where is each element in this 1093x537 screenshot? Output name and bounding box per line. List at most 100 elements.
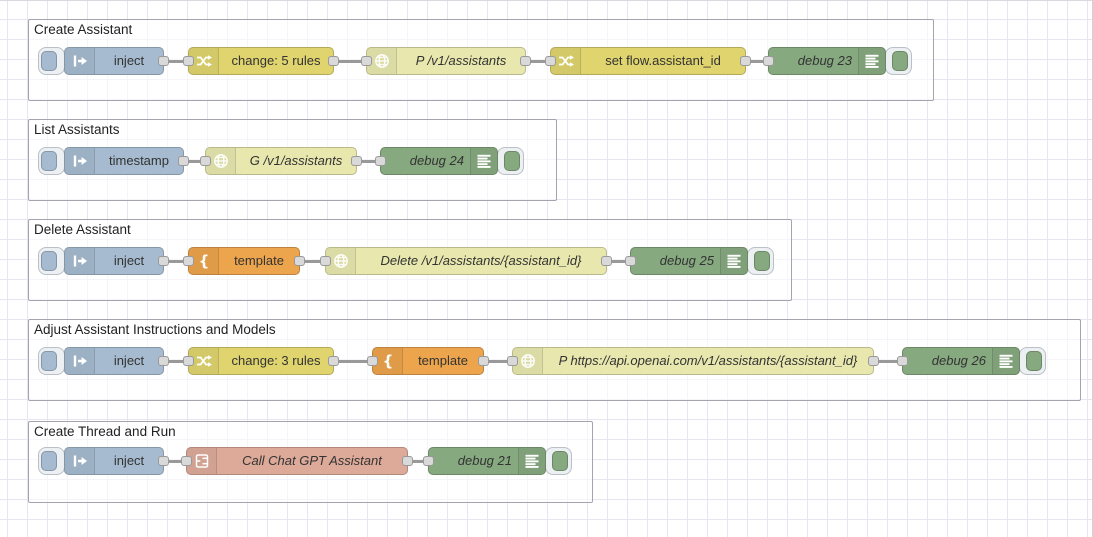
node-http-request[interactable]: G /v1/assistants	[205, 147, 357, 175]
node-port-out[interactable]	[294, 256, 305, 266]
debug-toggle-button-face[interactable]	[754, 251, 770, 271]
node-label: change: 5 rules	[231, 53, 321, 68]
wire[interactable]	[164, 460, 186, 463]
debug-toggle-button-face[interactable]	[1026, 351, 1042, 371]
node-port-out[interactable]	[158, 256, 169, 266]
node-port-out[interactable]	[158, 356, 169, 366]
node-port-out[interactable]	[520, 56, 531, 66]
curly-brace-icon: {	[373, 348, 403, 374]
node-port-out[interactable]	[478, 356, 489, 366]
node-port-in[interactable]	[200, 156, 211, 166]
wire[interactable]	[357, 160, 380, 163]
node-port-out[interactable]	[328, 356, 339, 366]
svg-text:{: {	[382, 353, 393, 369]
group-label: Create Thread and Run	[34, 424, 176, 439]
node-port-in[interactable]	[367, 356, 378, 366]
group-label: Adjust Assistant Instructions and Models	[34, 322, 276, 337]
inject-button-face[interactable]	[41, 451, 57, 471]
svg-text:{: {	[198, 253, 209, 269]
node-change[interactable]: change: 3 rules	[188, 347, 334, 375]
node-port-in[interactable]	[320, 256, 331, 266]
globe-icon	[367, 48, 397, 74]
node-change[interactable]: change: 5 rules	[188, 47, 334, 75]
node-inject[interactable]: inject	[64, 47, 164, 75]
globe-icon	[326, 248, 356, 274]
node-port-in[interactable]	[507, 356, 518, 366]
wire[interactable]	[746, 60, 768, 63]
node-debug[interactable]: debug 25	[630, 247, 748, 275]
debug-toggle-button-face[interactable]	[892, 51, 908, 71]
node-subflow[interactable]: Call Chat GPT Assistant	[186, 447, 408, 475]
node-port-in[interactable]	[897, 356, 908, 366]
node-port-out[interactable]	[328, 56, 339, 66]
node-inject[interactable]: inject	[64, 447, 164, 475]
inject-button-face[interactable]	[41, 151, 57, 171]
wire[interactable]	[184, 160, 205, 163]
wire[interactable]	[408, 460, 428, 463]
node-debug[interactable]: debug 26	[902, 347, 1020, 375]
wire[interactable]	[164, 60, 188, 63]
debug-toggle-button-face[interactable]	[504, 151, 520, 171]
node-port-in[interactable]	[625, 256, 636, 266]
node-port-in[interactable]	[361, 56, 372, 66]
wire[interactable]	[874, 360, 902, 363]
node-port-in[interactable]	[183, 56, 194, 66]
node-port-out[interactable]	[868, 356, 879, 366]
node-port-out[interactable]	[158, 56, 169, 66]
node-port-out[interactable]	[740, 56, 751, 66]
node-change[interactable]: set flow.assistant_id	[550, 47, 746, 75]
node-inject[interactable]: inject	[64, 247, 164, 275]
node-port-in[interactable]	[183, 256, 194, 266]
node-label: P https://api.openai.com/v1/assistants/{…	[558, 353, 858, 368]
node-label: Call Chat GPT Assistant	[242, 453, 382, 468]
node-inject[interactable]: inject	[64, 347, 164, 375]
node-debug[interactable]: debug 24	[380, 147, 498, 175]
node-port-in[interactable]	[423, 456, 434, 466]
node-debug[interactable]: debug 23	[768, 47, 886, 75]
debug-list-icon	[720, 248, 747, 274]
node-port-in[interactable]	[181, 456, 192, 466]
node-http-request[interactable]: P https://api.openai.com/v1/assistants/{…	[512, 347, 874, 375]
node-port-in[interactable]	[763, 56, 774, 66]
wire[interactable]	[164, 360, 188, 363]
group-label: Create Assistant	[34, 22, 133, 37]
node-label: G /v1/assistants	[249, 153, 343, 168]
debug-list-icon	[470, 148, 497, 174]
wire[interactable]	[334, 60, 366, 63]
node-port-in[interactable]	[375, 156, 386, 166]
shuffle-icon	[189, 48, 219, 74]
node-port-in[interactable]	[545, 56, 556, 66]
inject-button-face[interactable]	[41, 51, 57, 71]
inject-button-face[interactable]	[41, 251, 57, 271]
debug-toggle-button-face[interactable]	[552, 451, 568, 471]
shuffle-icon	[551, 48, 581, 74]
node-template[interactable]: { template	[188, 247, 300, 275]
inject-arrow-icon	[65, 348, 95, 374]
node-template[interactable]: {template	[372, 347, 484, 375]
node-port-out[interactable]	[178, 156, 189, 166]
wire[interactable]	[164, 260, 188, 263]
node-label: P /v1/assistants	[415, 53, 507, 68]
wire[interactable]	[484, 360, 512, 363]
wire[interactable]	[334, 360, 372, 363]
node-port-out[interactable]	[158, 456, 169, 466]
node-label: template	[234, 253, 284, 268]
node-port-in[interactable]	[183, 356, 194, 366]
node-http-request[interactable]: P /v1/assistants	[366, 47, 526, 75]
node-port-out[interactable]	[402, 456, 413, 466]
node-label: Delete /v1/assistants/{assistant_id}	[380, 253, 582, 268]
wire[interactable]	[607, 260, 630, 263]
node-label: debug 23	[797, 53, 852, 68]
node-debug[interactable]: debug 21	[428, 447, 546, 475]
node-inject[interactable]: timestamp	[64, 147, 184, 175]
node-label: inject	[113, 53, 145, 68]
node-port-out[interactable]	[351, 156, 362, 166]
inject-button-face[interactable]	[41, 351, 57, 371]
node-label: inject	[113, 253, 145, 268]
wire[interactable]	[526, 60, 550, 63]
node-label: debug 26	[931, 353, 986, 368]
wire[interactable]	[300, 260, 325, 263]
node-port-out[interactable]	[601, 256, 612, 266]
node-http-request[interactable]: Delete /v1/assistants/{assistant_id}	[325, 247, 607, 275]
